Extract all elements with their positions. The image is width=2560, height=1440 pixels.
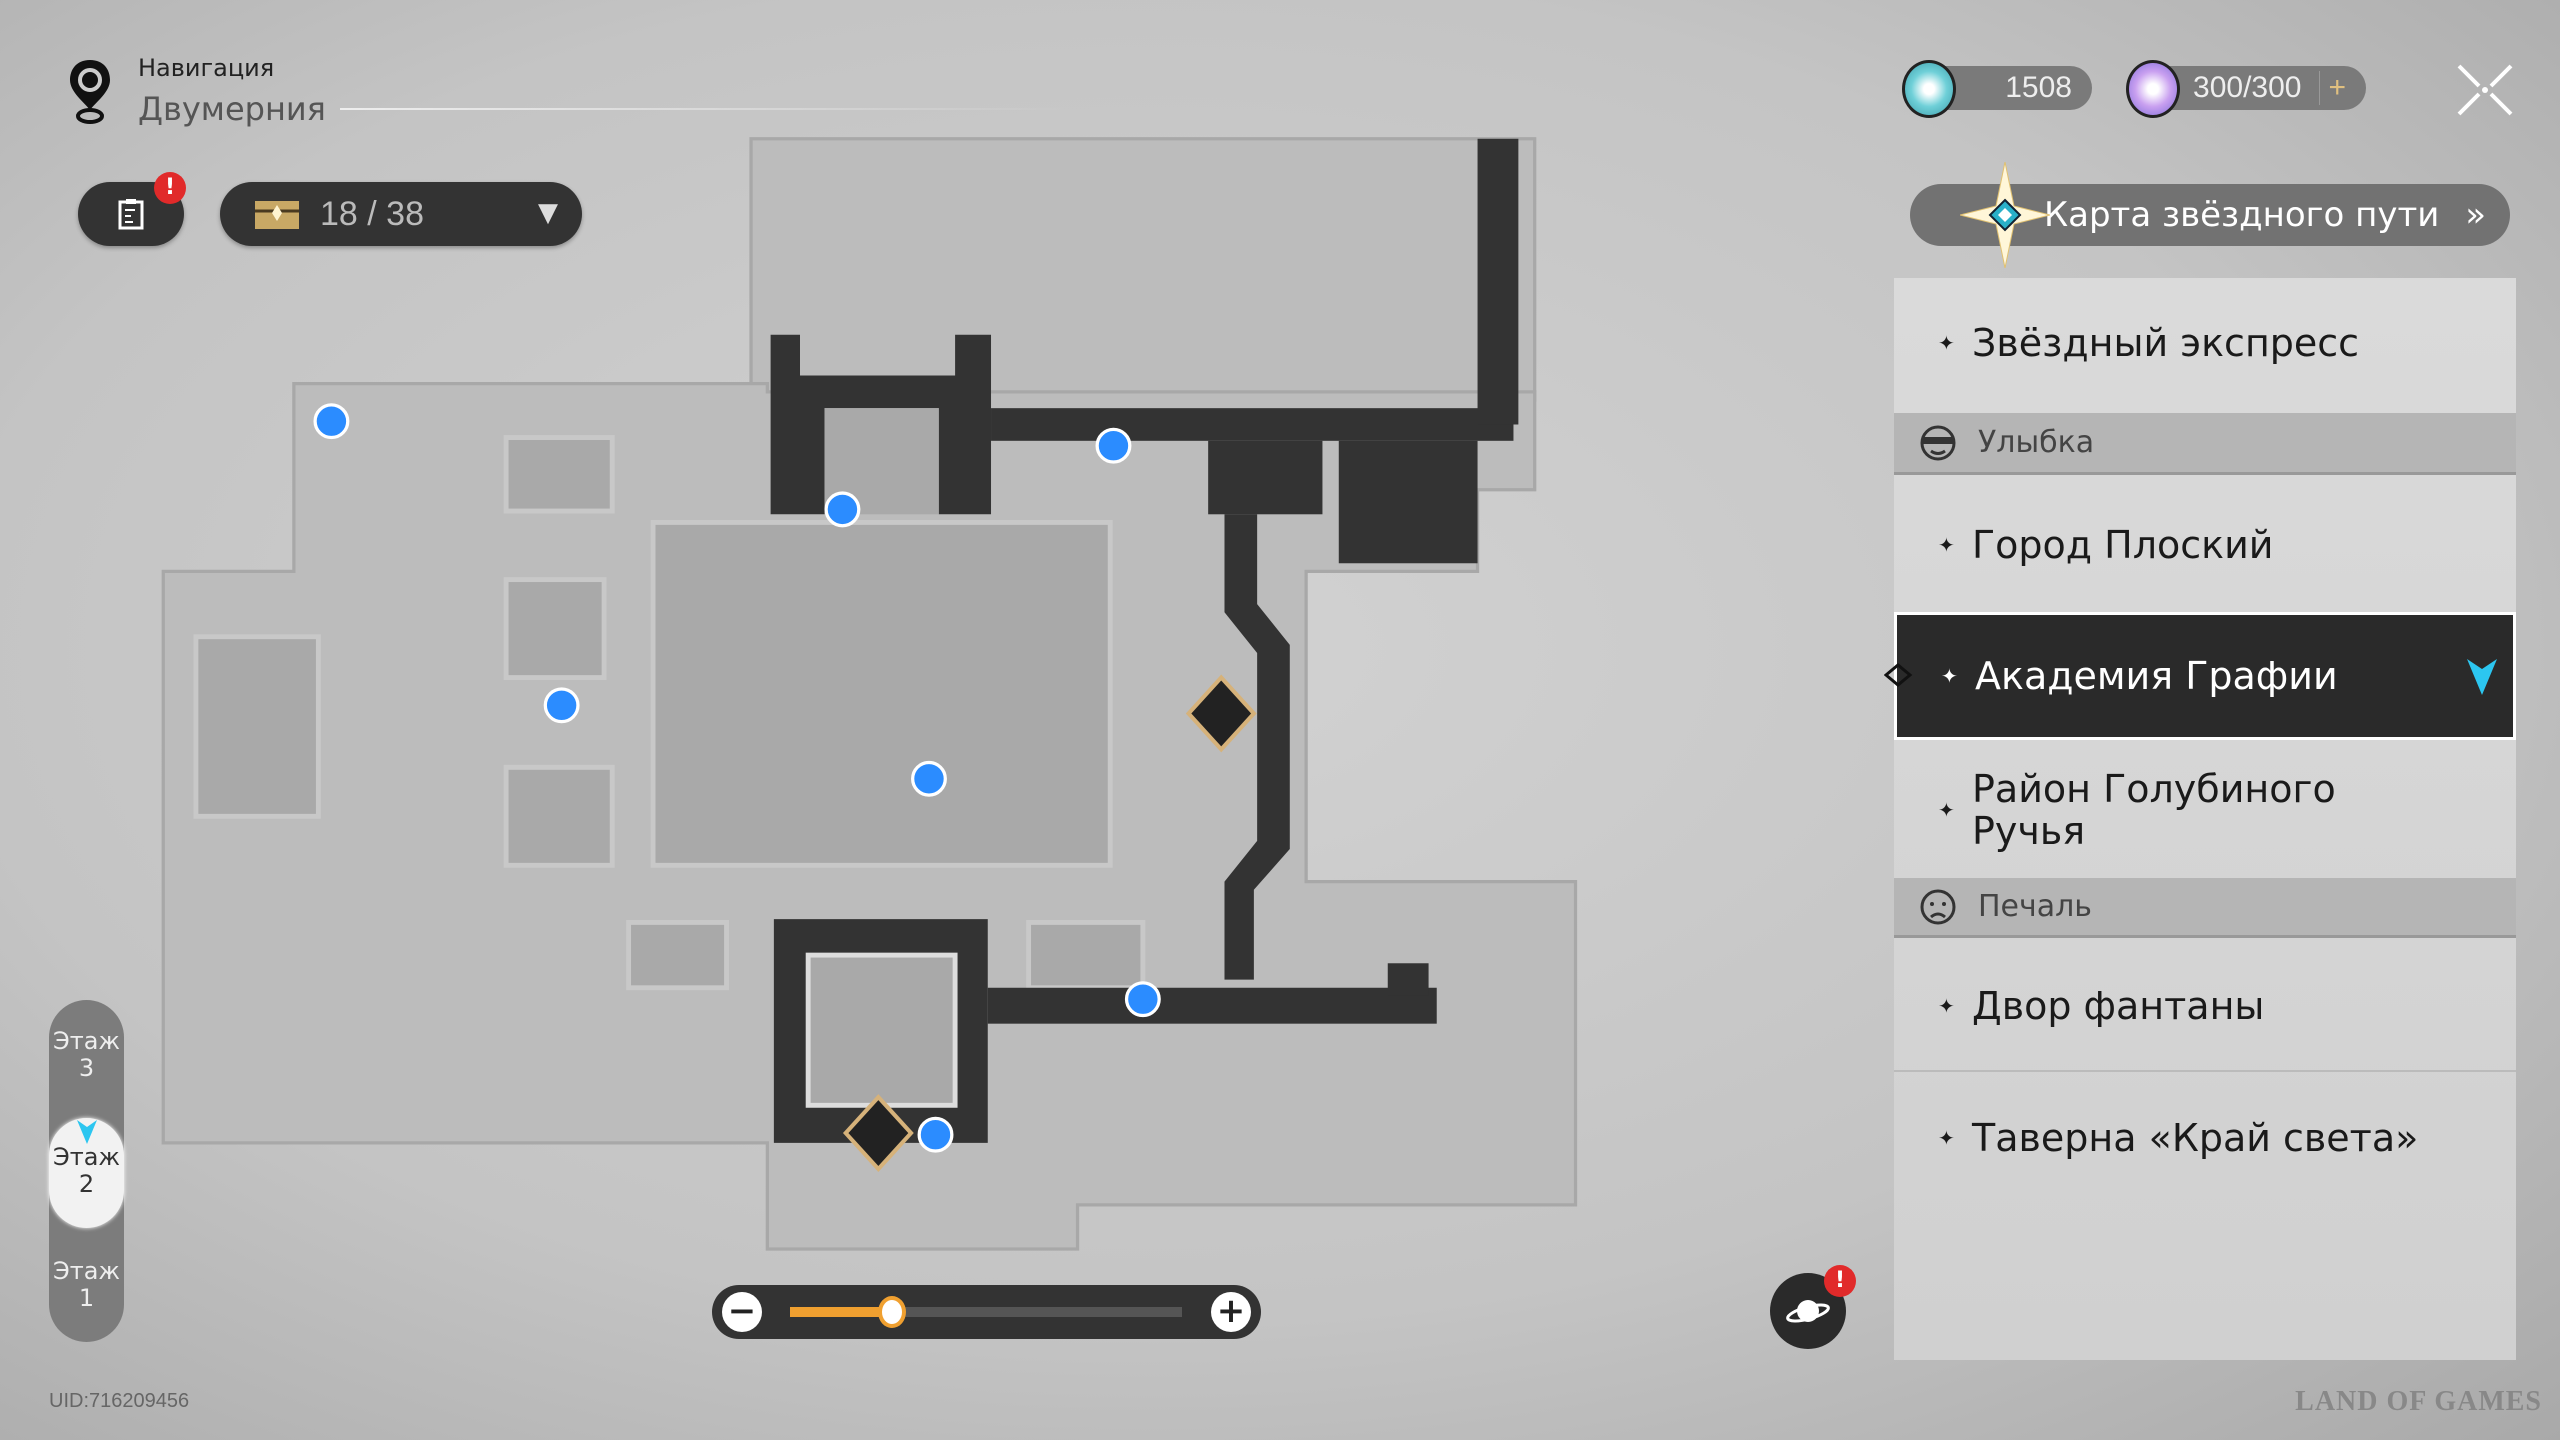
location-label: Академия Графии <box>1975 654 2338 698</box>
notification-badge: ! <box>1824 1265 1856 1297</box>
zoom-control[interactable]: − + <box>712 1285 1261 1339</box>
current-location-icon <box>2467 659 2497 695</box>
location-label: Звёздный экспресс <box>1972 321 2360 365</box>
star-icon: ✦ <box>1938 331 1955 355</box>
location-tavern[interactable]: ✦ Таверна «Край света» <box>1894 1075 2516 1200</box>
location-label: Район Голубиного Ручья <box>1972 767 2336 853</box>
star-icon: ✦ <box>1938 798 1955 822</box>
quest-marker-icon[interactable] <box>1185 674 1257 753</box>
stellar-jade-value: 1508 <box>2005 71 2072 104</box>
treasure-chest-filter[interactable]: 18 / 38 ▼ <box>220 182 582 246</box>
teleport-icon[interactable] <box>911 760 947 797</box>
sad-face-icon <box>1920 889 1956 924</box>
teleport-icon[interactable] <box>917 1116 954 1153</box>
region-name: Двумерния <box>138 90 326 128</box>
category-label: Улыбка <box>1978 425 2095 460</box>
teleport-icon[interactable] <box>824 491 861 528</box>
zoom-fill <box>790 1307 892 1317</box>
location-flat-city[interactable]: ✦ Город Плоский <box>1894 482 2516 607</box>
zoom-slider-handle[interactable] <box>877 1296 906 1328</box>
trailblaze-power-icon <box>2126 60 2180 118</box>
floor-number: 2 <box>78 1170 95 1198</box>
clipboard-icon <box>118 199 144 230</box>
star-icon: ✦ <box>1938 532 1955 557</box>
star-compass-icon <box>1960 162 2050 268</box>
teleport-icon[interactable] <box>313 403 350 440</box>
chest-count: 18 / 38 <box>320 194 424 233</box>
location-grafia-academy[interactable]: ✦ Академия Графии <box>1894 612 2516 740</box>
quest-log-button[interactable]: ! <box>78 172 186 246</box>
star-icon: ✦ <box>1938 1125 1955 1150</box>
trailblaze-power-counter[interactable]: 300/300 + <box>2144 66 2366 110</box>
stellar-jade-icon <box>1902 60 1956 118</box>
floor-number: 3 <box>78 1054 95 1082</box>
floor-label: Этаж <box>52 1257 121 1285</box>
floor-label: Этаж <box>52 1143 121 1171</box>
teleport-icon[interactable] <box>1095 427 1132 464</box>
floor-label: Этаж <box>52 1027 121 1055</box>
add-power-button[interactable]: + <box>2319 71 2346 105</box>
close-icon[interactable] <box>2455 62 2515 118</box>
dropdown-arrow-icon: ▼ <box>538 198 558 228</box>
watermark: LAND OF GAMES <box>2295 1386 2542 1417</box>
trailblaze-power-value: 300/300 <box>2193 71 2302 104</box>
zoom-in-button[interactable]: + <box>1211 1292 1251 1332</box>
divider <box>340 108 1070 110</box>
star-map-label: Карта звёздного пути <box>2044 195 2440 235</box>
star-icon: ✦ <box>1941 664 1958 688</box>
location-fountain-court[interactable]: ✦ Двор фантаны <box>1894 942 2516 1072</box>
teleport-icon[interactable] <box>543 687 580 724</box>
current-floor-icon <box>77 1120 97 1144</box>
chest-icon <box>255 201 299 229</box>
notification-badge: ! <box>154 172 186 204</box>
chevron-right-icon: » <box>2465 195 2486 235</box>
floor-number: 1 <box>78 1284 95 1312</box>
category-smile: Улыбка <box>1894 413 2516 475</box>
zoom-out-button[interactable]: − <box>722 1292 762 1332</box>
location-label: Город Плоский <box>1972 522 2274 567</box>
location-list[interactable]: ✦ Звёздный экспресс Улыбка ✦ Город Плоский… <box>1894 278 2516 1360</box>
zoom-track[interactable] <box>790 1296 1182 1328</box>
location-star-express[interactable]: ✦ Звёздный экспресс <box>1894 278 2516 408</box>
user-id: UID:716209456 <box>49 1390 190 1412</box>
navigation-pin-icon <box>70 60 110 124</box>
location-pigeon-brook-district[interactable]: ✦ Район Голубиного Ручья <box>1894 745 2516 875</box>
boss-marker-icon[interactable] <box>842 1094 914 1173</box>
selection-pointer-icon <box>1884 663 1913 687</box>
planet-icon <box>1786 1300 1830 1323</box>
category-sadness: Печаль <box>1894 878 2516 938</box>
navigation-label: Навигация <box>138 54 275 82</box>
location-label: Таверна «Край света» <box>1972 1115 2419 1160</box>
teleport-icon[interactable] <box>1124 981 1161 1018</box>
teleport-markers <box>313 403 1161 1153</box>
location-label: Двор фантаны <box>1972 984 2265 1028</box>
star-icon: ✦ <box>1938 994 1955 1018</box>
phone-button[interactable]: ! <box>1770 1265 1856 1349</box>
category-label: Печаль <box>1978 889 2092 924</box>
smile-face-icon <box>1920 425 1956 460</box>
